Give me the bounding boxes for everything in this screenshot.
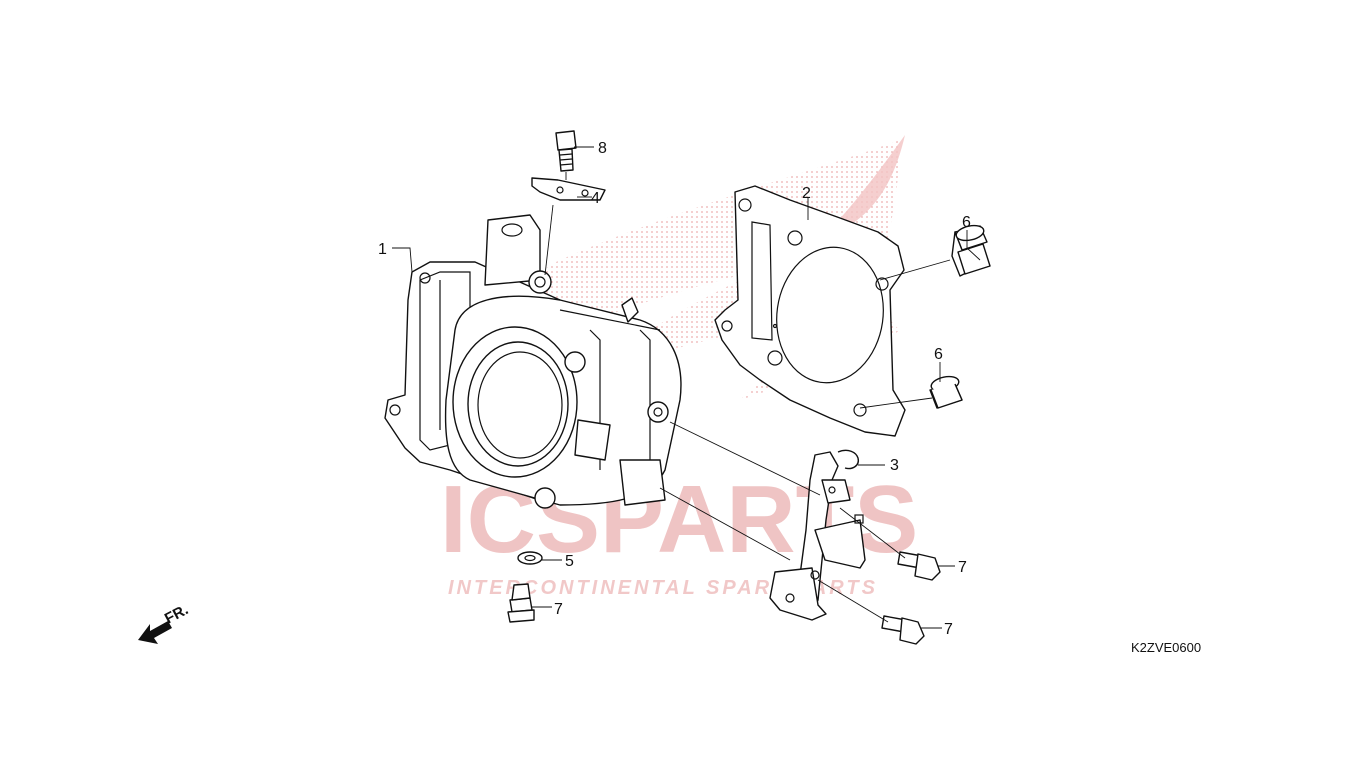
callout-5[interactable]: 5 [565,553,574,570]
watermark-tagline: INTERCONTINENTAL SPARE PARTS [448,577,878,599]
bolt-7-upper-right-part [897,551,941,581]
cylinder-part [384,214,682,509]
callout-labels: 1 2 3 4 5 6 6 7 7 7 8 [378,140,971,638]
plate-part [531,177,606,201]
callout-7-upper-right[interactable]: 7 [958,559,967,576]
washer-part [517,551,543,565]
callout-7-lower-right[interactable]: 7 [944,621,953,638]
callout-8[interactable]: 8 [598,140,607,157]
dowel-pin-lower-part [929,375,963,409]
callout-3[interactable]: 3 [890,457,899,474]
callout-7-lower-left[interactable]: 7 [554,601,563,618]
front-direction-indicator: FR. [138,601,191,644]
callout-1[interactable]: 1 [378,241,387,258]
clip-part [769,449,866,621]
assembly-lines [544,172,951,623]
callout-2[interactable]: 2 [802,185,811,202]
bolt-7-lower-right-part [881,615,925,645]
front-direction-arrow-icon [138,621,172,644]
callout-6-lower[interactable]: 6 [934,346,943,363]
callout-6-upper[interactable]: 6 [962,214,971,231]
bolt-7-lower-left-part [507,583,535,623]
callout-leaders [392,146,981,629]
cylinder-gasket-part [714,185,906,437]
diagram-reference-code: K2ZVE0600 [1131,640,1201,655]
callout-4[interactable]: 4 [591,190,600,207]
bolt-8-part [555,130,577,172]
dowel-pin-upper-part [951,224,991,277]
